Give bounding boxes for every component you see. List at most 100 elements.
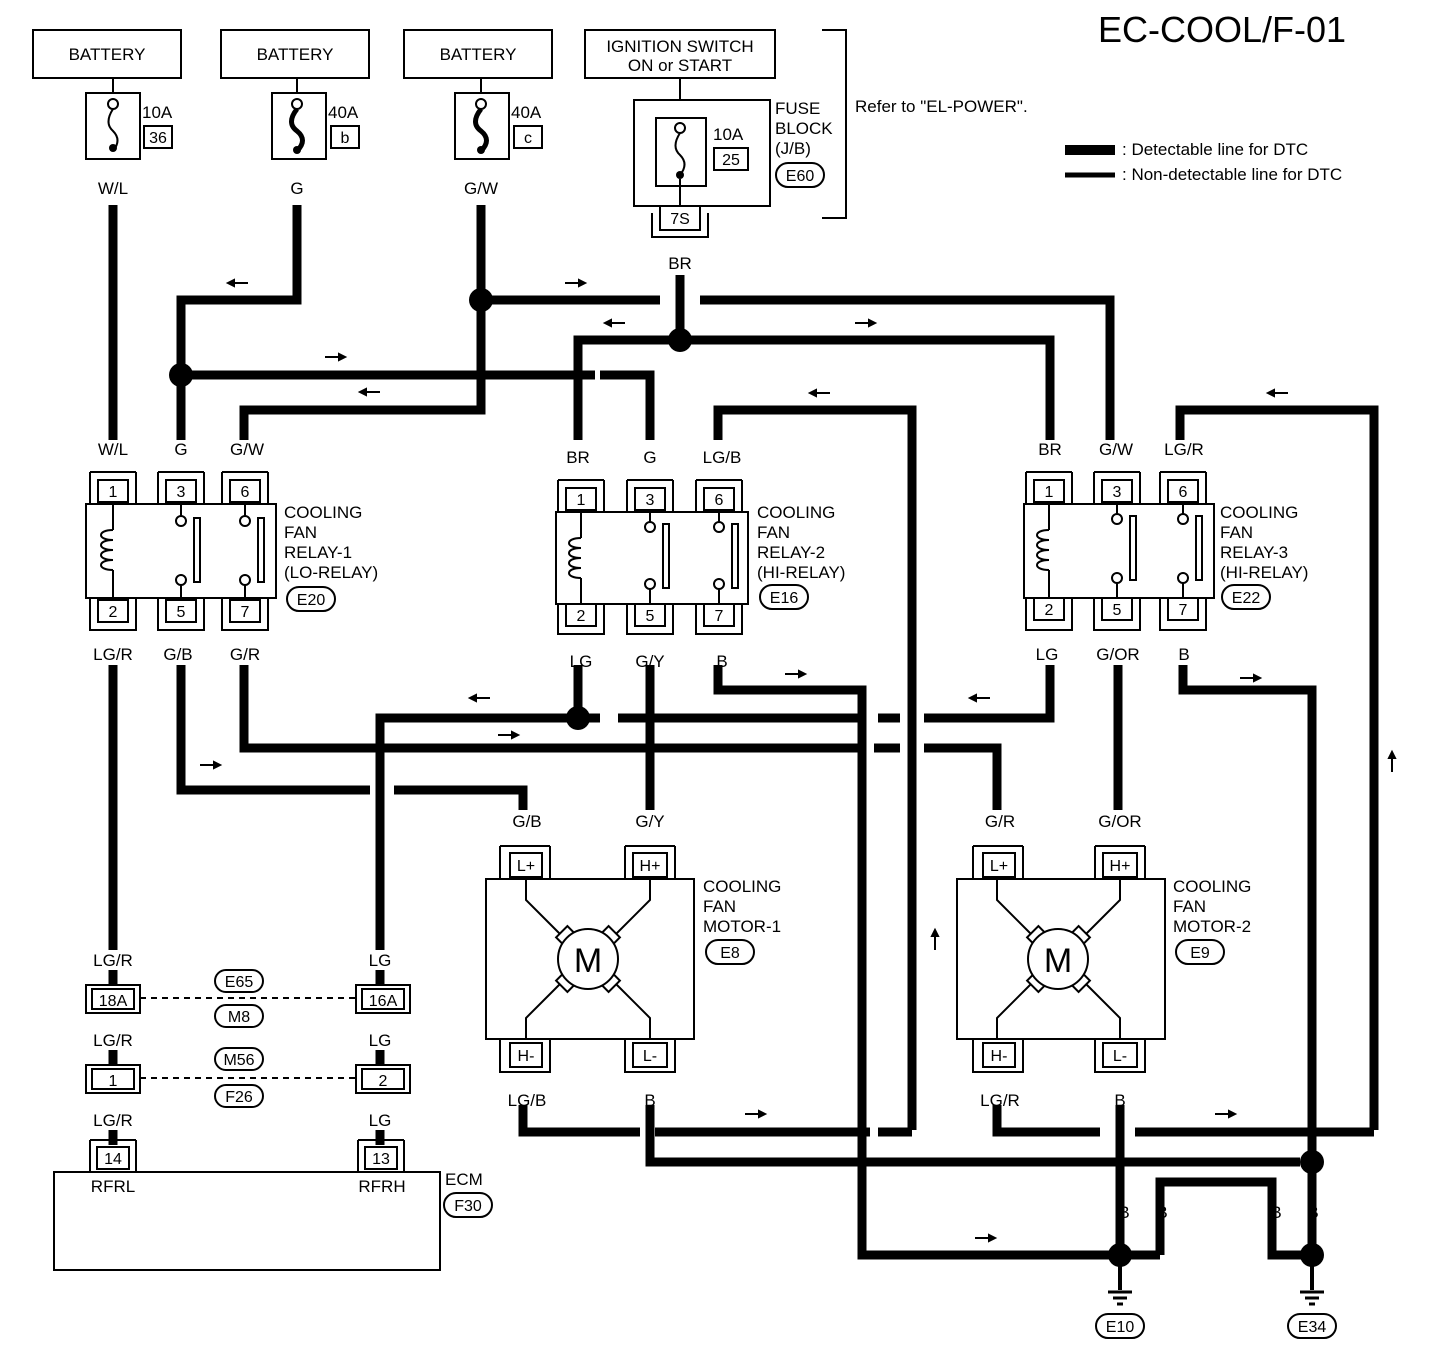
battery-label: BATTERY — [257, 45, 334, 64]
grounds: B B B B E10 E34 — [1095, 1203, 1337, 1339]
arrow-right-icon — [325, 352, 348, 362]
legend-non-detectable-text: : Non-detectable line for DTC — [1122, 165, 1342, 184]
cooling-fan-relay-2: BR G LG/B 1 3 6 2 5 7 LG G/Y — [555, 448, 845, 671]
junction-dot — [1300, 1150, 1324, 1174]
pin-number: 7 — [241, 604, 250, 621]
pin-number: 6 — [241, 484, 250, 501]
wire-color-label: LG — [369, 1031, 392, 1050]
junction-dot — [1108, 1243, 1132, 1267]
relay-label-4: (HI-RELAY) — [757, 563, 845, 582]
wire-color-label: B — [1307, 1203, 1318, 1222]
arrow-left-icon — [357, 387, 380, 397]
ignition-switch: IGNITION SWITCH ON or START 10A 25 FUSE … — [584, 29, 847, 273]
relay-label-1: COOLING — [284, 503, 362, 522]
legend: : Detectable line for DTC : Non-detectab… — [1065, 140, 1342, 184]
wire-color-label: G/Y — [635, 812, 664, 831]
motor-label-3: MOTOR-2 — [1173, 917, 1251, 936]
battery-1: BATTERY 10A 36 W/L — [32, 29, 182, 198]
pin-label: L- — [1113, 1048, 1127, 1065]
arrow-right-icon — [1240, 673, 1263, 683]
arrow-left-icon — [602, 318, 625, 328]
wire-color-label: G/R — [985, 812, 1015, 831]
pin-label: H+ — [640, 858, 661, 875]
arrow-left-icon — [1265, 388, 1288, 398]
relay-label-3: RELAY-3 — [1220, 543, 1288, 562]
pin-number: 7 — [715, 608, 724, 625]
pin-number: 1 — [1045, 484, 1054, 501]
fuse-block-label-3: (J/B) — [775, 139, 811, 158]
cooling-fan-motor-2: G/R G/OR L+ H+ M H- L- LG/R B COOLING FA… — [956, 812, 1251, 1110]
ground-icon — [1108, 1290, 1132, 1306]
relay-label-1: COOLING — [1220, 503, 1298, 522]
wire-color-label: G/OR — [1096, 645, 1139, 664]
motor-symbol: M — [1044, 942, 1072, 980]
relay-label-3: RELAY-1 — [284, 543, 352, 562]
arrow-right-icon — [745, 1109, 768, 1119]
relay-label-3: RELAY-2 — [757, 543, 825, 562]
arrow-right-icon — [498, 730, 521, 740]
wire-color-label: G/R — [230, 645, 260, 664]
motor-icon — [557, 928, 619, 990]
battery-box — [403, 29, 553, 79]
motor-label-1: COOLING — [703, 877, 781, 896]
connector-id: M56 — [223, 1052, 254, 1069]
battery-box — [220, 29, 370, 79]
arrow-right-icon — [1215, 1109, 1238, 1119]
connector-id: F26 — [225, 1089, 253, 1106]
legend-detectable-text: : Detectable line for DTC — [1122, 140, 1308, 159]
connector-id: E65 — [225, 974, 254, 991]
battery-3: BATTERY 40A c G/W — [403, 29, 553, 198]
junctions — [169, 288, 1324, 1267]
arrow-left-icon — [967, 693, 990, 703]
pin-number: 3 — [1113, 484, 1122, 501]
motor-icon — [1027, 928, 1089, 990]
pin-number: 5 — [646, 608, 655, 625]
pin-number: 7 — [1179, 602, 1188, 619]
wire-color-label: G/W — [1099, 440, 1133, 459]
ecm-body — [53, 1171, 441, 1271]
pin-number: 6 — [1179, 484, 1188, 501]
wire-color-label: G — [174, 440, 187, 459]
arrow-right-icon — [785, 669, 808, 679]
fuse-rating: 10A — [713, 125, 744, 144]
terminal-id: 7S — [670, 211, 690, 228]
wire-color-label: B — [644, 1091, 655, 1110]
junction-dot — [566, 706, 590, 730]
wire-color-label: G/W — [464, 179, 498, 198]
ecm: 14 13 RFRL RFRH ECM F30 — [53, 1139, 493, 1271]
wire-color-label: LG/R — [1164, 440, 1204, 459]
pin-number: 1 — [109, 484, 118, 501]
coil-icon — [568, 537, 582, 579]
connector-id: E8 — [720, 945, 740, 962]
fuse-number: 25 — [722, 152, 740, 169]
arrow-right-icon — [200, 760, 223, 770]
page-title: EC-COOL/F-01 — [1098, 9, 1346, 50]
harness-connectors: LG/R LG 18A 16A E65 M8 LG/R LG 1 2 M56 F… — [85, 951, 411, 1130]
pin-label: L+ — [990, 858, 1008, 875]
wire-color-label: LG/R — [93, 1111, 133, 1130]
wire-color-label: LG/R — [93, 1031, 133, 1050]
ignition-box — [584, 29, 776, 79]
pin-number: 3 — [177, 484, 186, 501]
relay-label-2: FAN — [284, 523, 317, 542]
wire-color-label: LG/R — [93, 645, 133, 664]
fuse-rating: 40A — [511, 103, 542, 122]
wire-color-label: LG/B — [508, 1091, 547, 1110]
pin-label: L- — [643, 1048, 657, 1065]
fuse-rating: 10A — [142, 103, 173, 122]
coil-icon — [100, 529, 114, 571]
ecm-label: ECM — [445, 1170, 483, 1189]
wire-color-label: LG/B — [703, 448, 742, 467]
pin-label: H- — [991, 1048, 1008, 1065]
pin-number: 2 — [1045, 602, 1054, 619]
battery-label: BATTERY — [69, 45, 146, 64]
pin-number: 2 — [577, 608, 586, 625]
junction-dot — [668, 328, 692, 352]
wire-color-label: G — [290, 179, 303, 198]
wire-color-label: G/B — [512, 812, 541, 831]
pin-number: 5 — [1113, 602, 1122, 619]
motor-label-2: FAN — [703, 897, 736, 916]
cooling-fan-motor-1: G/B G/Y L+ H+ M H- L- LG/B B COOLING FAN… — [485, 812, 781, 1110]
relay-label-2: FAN — [1220, 523, 1253, 542]
